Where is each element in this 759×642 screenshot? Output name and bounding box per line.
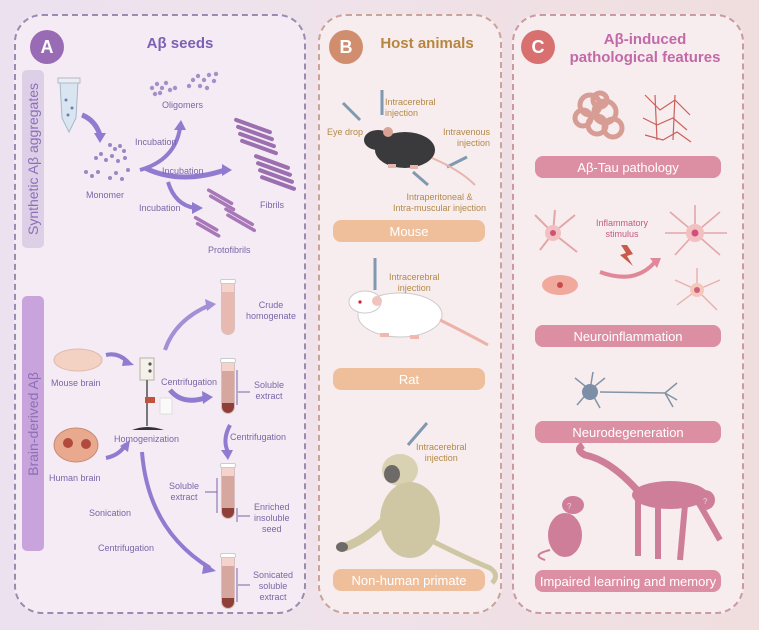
primate-label-pill: Non-human primate [333,569,485,591]
oligomers-icon [149,71,219,97]
label-human-brain: Human brain [49,473,101,483]
bottom-margin [0,630,759,642]
label-intracerebral-mouse: Intracerebral injection [385,97,436,118]
panel-a-title: Aβ seeds [146,35,214,52]
rat-label-pill: Rat [333,368,485,390]
label-inflammatory-stimulus: Inflammatory stimulus [596,218,649,239]
panel-a-badge: A [30,30,64,64]
label-eye-drop: Eye drop [327,127,364,137]
label-mouse-brain: Mouse brain [51,378,101,388]
feature-pill-abeta-tau: Aβ-Tau pathology [535,156,721,178]
synthetic-section-bar: Synthetic Aβ aggregates [22,70,44,248]
feature-pill-neurodegeneration: Neurodegeneration [535,421,721,443]
label-incubation-3: Incubation [139,203,181,213]
label-soluble-extract-2: Soluble extract [169,481,200,502]
tube-crude-homogenate [220,279,236,335]
svg-text:?: ? [703,497,708,506]
lightning-icon [620,245,633,266]
panel-c-badge: C [521,30,555,64]
rat-icon [348,290,489,347]
panel-b-badge: B [329,30,363,64]
microglia-icon [534,209,578,253]
panel-b-illustrations [336,90,498,585]
reactive-astrocyte-icon [674,268,721,311]
protofibrils-icon [193,188,257,238]
eppendorf-tube-icon [57,77,81,134]
panel-c-title: Aβ-induced pathological features [569,31,721,66]
label-enriched-insoluble-seed: Enriched insoluble seed [254,502,290,534]
cognitive-impairment-animals-icon [537,442,723,561]
label-incubation-1: Incubation [135,137,177,147]
label-centrifugation-2: Centrifugation [230,432,287,442]
label-centrifugation-1: Centrifugation [161,377,218,387]
homogenizer-icon [132,357,173,430]
tube-sonicated-soluble-extract [220,553,236,609]
monomer-icon [84,143,130,181]
neuron-icon [574,371,678,409]
tube-enriched-insoluble-seed [220,463,236,519]
fibrils-icon [234,117,296,191]
tau-tangle-icon [642,94,692,143]
label-protofibrils: Protofibrils [208,245,251,255]
human-brain-icon [53,427,99,463]
label-fibrils: Fibrils [260,200,284,210]
label-sonication: Sonication [89,508,132,518]
panel-b-title: Host animals [380,35,474,52]
tube-soluble-extract [220,358,236,414]
activated-microglia-icon [665,205,727,256]
label-sonicated-soluble-extract: Sonicated soluble extract [253,570,294,602]
label-intracerebral-primate: Intracerebral injection [416,442,467,463]
amyloid-plaque-icon [572,90,625,140]
feature-pill-impaired-learning: Impaired learning and memory [535,570,721,592]
label-intracerebral-rat: Intracerebral injection [389,272,440,293]
label-homogenization: Homogenization [114,434,180,444]
label-intravenous: Intravenous injection [443,127,491,148]
label-soluble-extract-1: Soluble extract [254,380,285,401]
mouse-brain-icon [53,348,103,372]
label-intraperitoneal: Intraperitoneal & Intra-muscular injecti… [393,192,487,213]
syringe-icon [341,90,468,187]
label-oligomers: Oligomers [162,100,204,110]
label-crude-homogenate: Crude homogenate [246,300,297,321]
non-human-primate-icon [336,454,498,585]
label-monomer: Monomer [86,190,125,200]
panel-a-illustrations [53,71,296,602]
svg-text:?: ? [567,502,572,511]
panel-c-illustrations: ? ? [534,90,727,561]
label-incubation-2: Incubation [162,166,204,176]
feature-pill-neuroinflammation: Neuroinflammation [535,325,721,347]
label-centrifugation-3: Centrifugation [98,543,155,553]
mouse-icon [364,127,476,186]
mouse-label-pill: Mouse [333,220,485,242]
brain-derived-section-bar: Brain-derived Aβ [22,296,44,551]
